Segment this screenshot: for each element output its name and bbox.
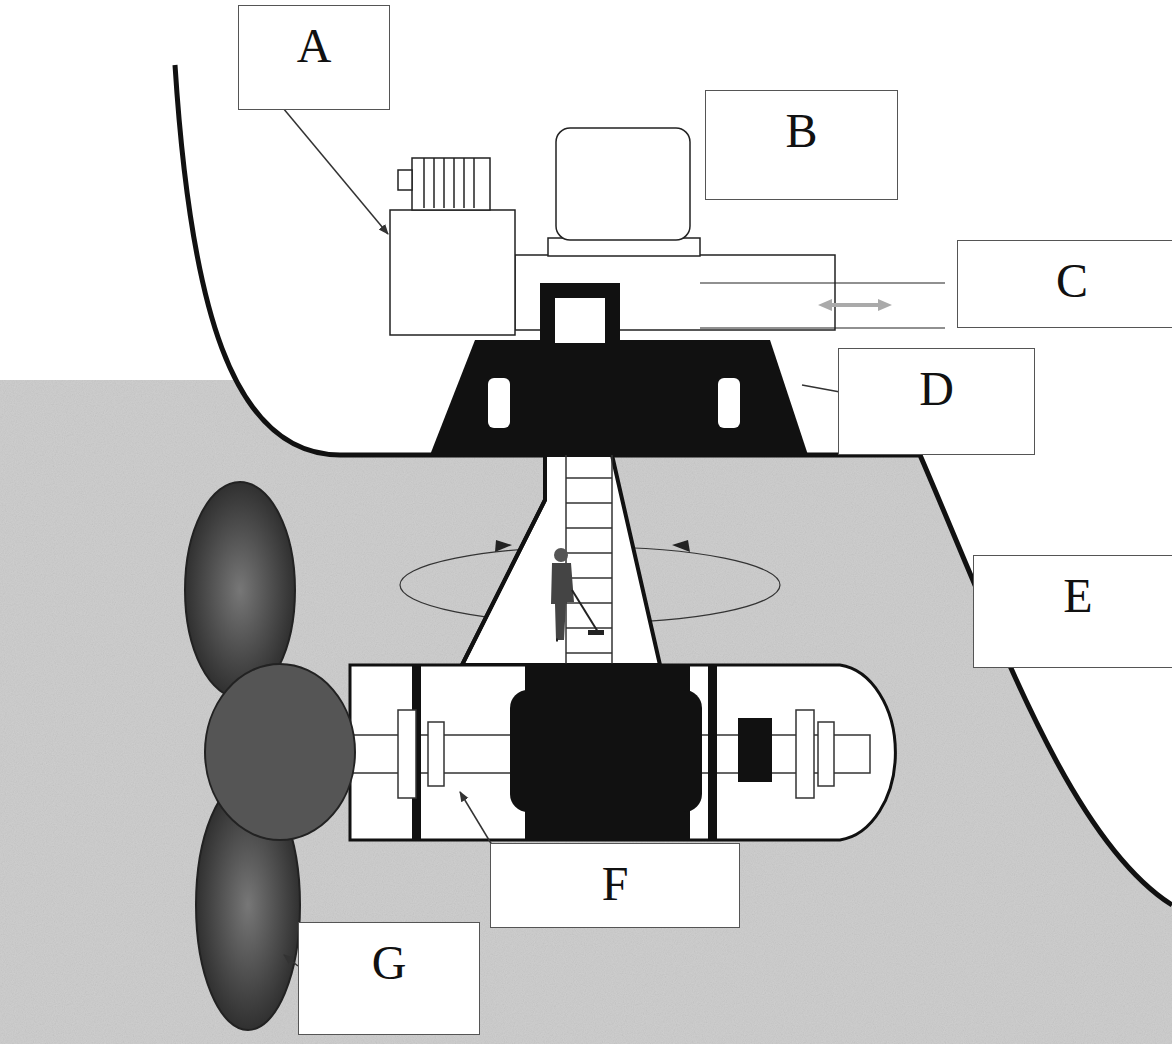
stator: [525, 810, 690, 840]
pump-motor: [412, 158, 490, 210]
rotation-arrowhead: [495, 540, 512, 552]
cable-line: [700, 327, 945, 328]
leader-line: [802, 385, 840, 392]
label-box: G: [298, 922, 480, 1035]
label-box: F: [490, 843, 740, 928]
part-letter: D: [839, 365, 1034, 413]
terminal-box: [398, 170, 412, 190]
label-box: A: [238, 5, 390, 110]
motor-rotor: [510, 690, 702, 812]
hull-interior: [175, 0, 1172, 905]
pod-housing: [350, 665, 895, 840]
propeller-hub: [205, 664, 355, 840]
bearing: [428, 722, 444, 786]
label-box: C: [957, 240, 1172, 328]
worker-figure: [551, 548, 604, 640]
bearing: [398, 710, 416, 798]
leader-line: [460, 792, 492, 845]
part-letter: B: [706, 107, 897, 155]
bearing: [818, 722, 834, 786]
part-letter: A: [239, 22, 389, 70]
rotation-arrowhead: [672, 540, 690, 552]
mounting-base: [430, 340, 808, 455]
strut-edge: [462, 455, 545, 665]
label-box: D: [838, 348, 1035, 455]
motor-fins: [424, 158, 474, 208]
steering-motor: [556, 128, 690, 240]
slip-ring-inner: [555, 298, 605, 343]
ladder: [566, 455, 612, 665]
part-letter: F: [491, 860, 739, 908]
label-box: B: [705, 90, 898, 200]
base-window: [718, 378, 740, 428]
bulkhead: [708, 665, 717, 840]
slip-ring: [540, 283, 620, 343]
label-box: E: [973, 555, 1172, 668]
base-window: [488, 378, 510, 428]
bearing: [796, 710, 814, 798]
part-letter: C: [958, 257, 1172, 305]
hull-line: [175, 65, 1172, 905]
hydraulic-unit: [390, 210, 515, 335]
cable-line: [700, 282, 945, 283]
leader-line: [283, 108, 388, 234]
encoder: [738, 718, 772, 782]
part-letter: G: [299, 939, 479, 987]
strut: [462, 455, 660, 665]
part-letter: E: [974, 572, 1172, 620]
power-arrow: [818, 299, 892, 311]
leader-line: [284, 955, 298, 966]
